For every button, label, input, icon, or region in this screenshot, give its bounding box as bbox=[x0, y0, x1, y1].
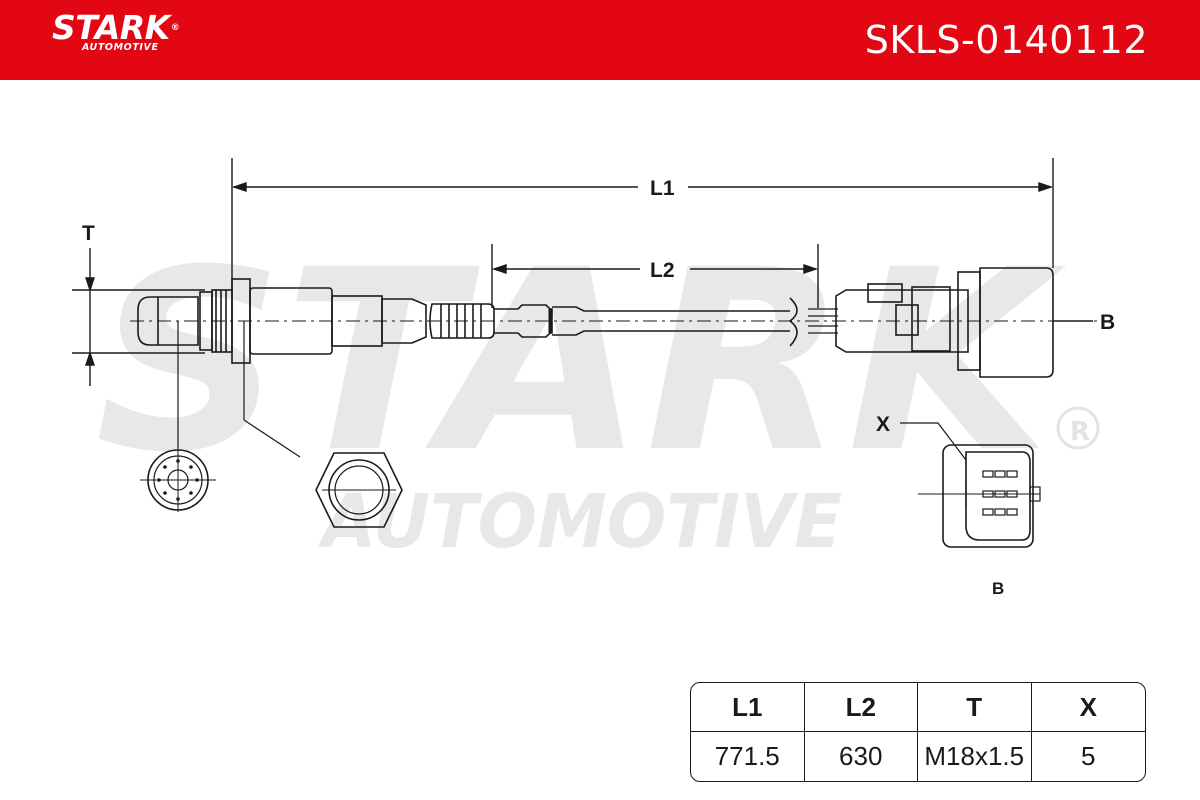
brand-logo: STARK® AUTOMOTIVE bbox=[52, 8, 180, 54]
spec-table: L1 L2 T X 771.5 630 M18x1.5 5 bbox=[690, 682, 1146, 782]
spec-value-t: M18x1.5 bbox=[918, 732, 1032, 781]
label-l2: L2 bbox=[650, 259, 675, 282]
dimension-l2 bbox=[491, 244, 819, 308]
label-l1: L1 bbox=[650, 177, 675, 200]
label-b: B bbox=[1100, 311, 1115, 334]
registered-mark: ® bbox=[170, 23, 180, 33]
watermark-sub: AUTOMOTIVE bbox=[317, 479, 842, 565]
connector-end-view bbox=[900, 422, 1041, 548]
label-x: X bbox=[876, 413, 890, 436]
sensor-body bbox=[137, 267, 1054, 378]
spec-header-x: X bbox=[1031, 683, 1145, 732]
sensor-front-view bbox=[140, 321, 216, 512]
spec-value-x: 5 bbox=[1081, 741, 1096, 771]
part-number: SKLS-0140112 bbox=[864, 18, 1148, 62]
watermark: STARK AUTOMOTIVE ® R bbox=[95, 216, 1100, 565]
spec-value-l2: 630 bbox=[805, 732, 918, 781]
brand-name: STARK bbox=[52, 8, 170, 47]
spec-value-l1: 771.5 bbox=[691, 732, 805, 781]
label-t: T bbox=[82, 222, 95, 245]
svg-text:R: R bbox=[1070, 417, 1090, 447]
dimension-l1 bbox=[231, 158, 1054, 290]
technical-drawing: STARK AUTOMOTIVE ® R bbox=[72, 158, 1115, 598]
watermark-text: STARK bbox=[95, 216, 1067, 507]
header-bar: STARK® AUTOMOTIVE SKLS-0140112 bbox=[0, 0, 1200, 80]
spec-header-t: T bbox=[918, 683, 1032, 732]
dimension-t bbox=[72, 248, 205, 386]
brand-subtitle: AUTOMOTIVE bbox=[82, 42, 159, 53]
hex-nut-view bbox=[243, 321, 403, 528]
label-b-bottom: B bbox=[992, 579, 1004, 598]
spec-header-l1: L1 bbox=[691, 683, 805, 732]
spec-header-l2: L2 bbox=[804, 683, 918, 732]
